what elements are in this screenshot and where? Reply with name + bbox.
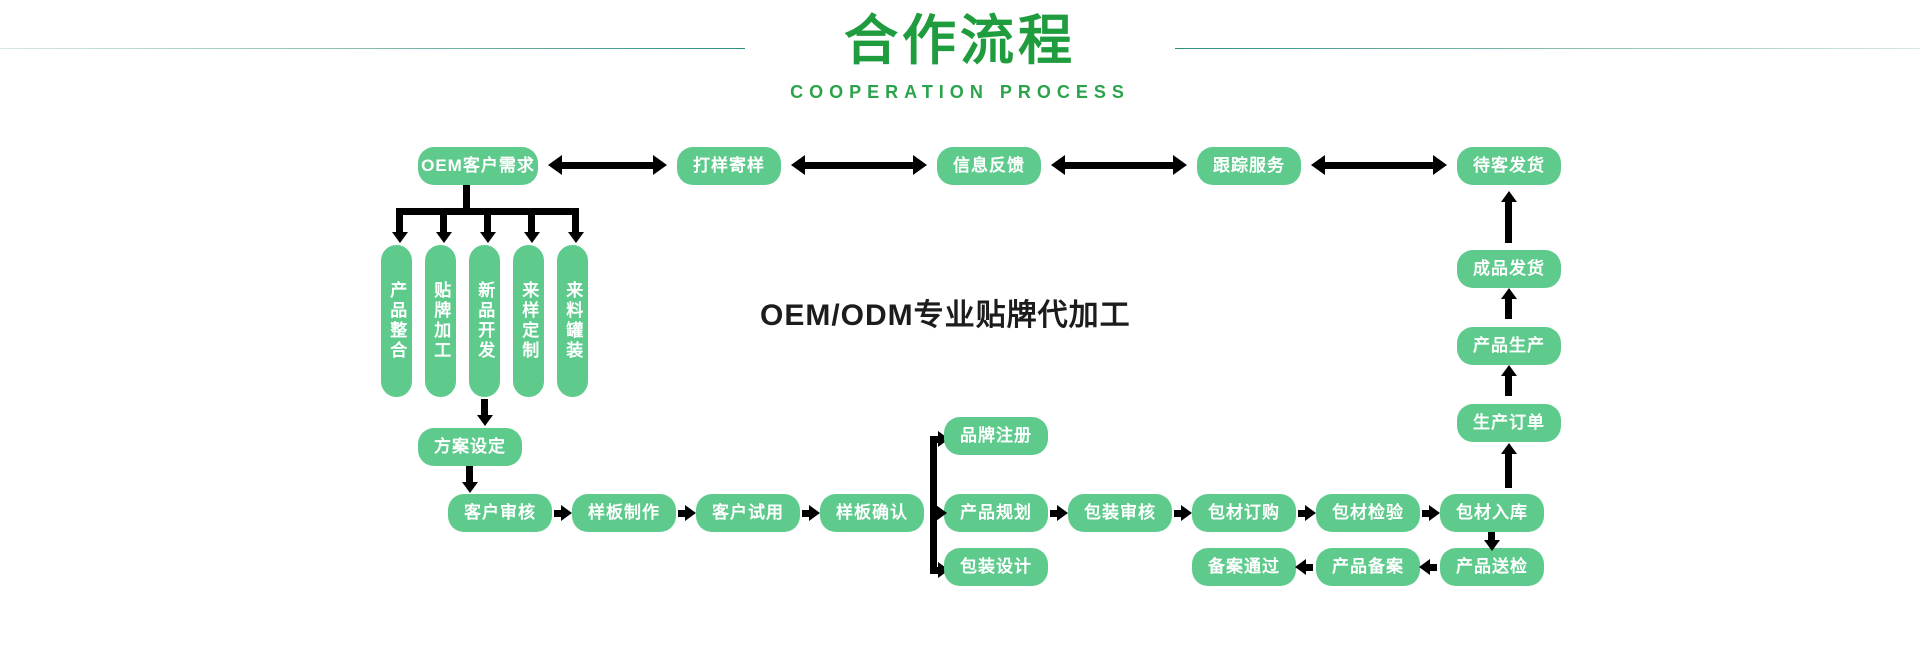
flow-node-await-ship[interactable]: 待客发货 bbox=[1457, 147, 1561, 185]
flow-node-oem-processing[interactable]: 贴牌加工 bbox=[425, 245, 456, 397]
flow-node-finished-shipment[interactable]: 成品发货 bbox=[1457, 250, 1561, 288]
flow-node-production-order[interactable]: 生产订单 bbox=[1457, 404, 1561, 442]
flow-node-oem-demand[interactable]: OEM客户需求 bbox=[418, 147, 538, 185]
flow-node-package-design[interactable]: 包装设计 bbox=[944, 548, 1048, 586]
header-rule-right bbox=[1175, 48, 1920, 49]
header-rule-left bbox=[0, 48, 745, 49]
flow-node-product-integration[interactable]: 产品整合 bbox=[381, 245, 412, 397]
flow-node-material-inspect[interactable]: 包材检验 bbox=[1316, 494, 1420, 532]
flow-node-sampling[interactable]: 打样寄样 bbox=[677, 147, 781, 185]
flow-node-new-product[interactable]: 新品开发 bbox=[469, 245, 500, 397]
flow-node-product-filing[interactable]: 产品备案 bbox=[1316, 548, 1420, 586]
flow-node-product-testing[interactable]: 产品送检 bbox=[1440, 548, 1544, 586]
flow-node-sample-custom[interactable]: 来样定制 bbox=[513, 245, 544, 397]
flow-node-sample-making[interactable]: 样板制作 bbox=[572, 494, 676, 532]
flow-node-plan-setting[interactable]: 方案设定 bbox=[418, 428, 522, 466]
flow-node-package-review[interactable]: 包装审核 bbox=[1068, 494, 1172, 532]
page-title: 合作流程 bbox=[844, 11, 1076, 71]
flow-node-product-planning[interactable]: 产品规划 bbox=[944, 494, 1048, 532]
flow-node-material-filling[interactable]: 来料罐装 bbox=[557, 245, 588, 397]
flow-node-feedback[interactable]: 信息反馈 bbox=[937, 147, 1041, 185]
center-headline: OEM/ODM专业贴牌代加工 bbox=[760, 299, 1131, 332]
flow-node-customer-review[interactable]: 客户审核 bbox=[448, 494, 552, 532]
flow-node-sample-confirm[interactable]: 样板确认 bbox=[820, 494, 924, 532]
header: 合作流程 COOPERATION PROCESS bbox=[0, 0, 1920, 120]
flow-node-material-order[interactable]: 包材订购 bbox=[1192, 494, 1296, 532]
flow-node-brand-registration[interactable]: 品牌注册 bbox=[944, 417, 1048, 455]
flow-node-material-storage[interactable]: 包材入库 bbox=[1440, 494, 1544, 532]
flow-node-filing-approved[interactable]: 备案通过 bbox=[1192, 548, 1296, 586]
flow-node-customer-trial[interactable]: 客户试用 bbox=[696, 494, 800, 532]
flow-node-product-manufacture[interactable]: 产品生产 bbox=[1457, 327, 1561, 365]
flow-node-tracking[interactable]: 跟踪服务 bbox=[1197, 147, 1301, 185]
page-subtitle: COOPERATION PROCESS bbox=[790, 82, 1130, 102]
